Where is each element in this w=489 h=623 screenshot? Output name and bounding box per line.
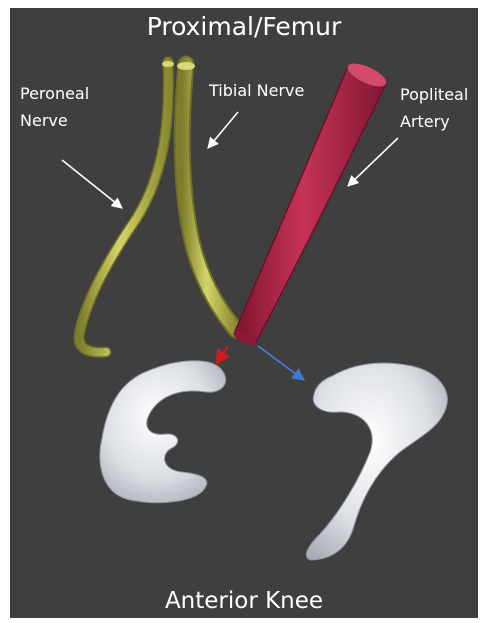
peroneal-pointer-arrow	[62, 160, 122, 208]
diagram-canvas: Proximal/Femur Peroneal Nerve Tibial Ner…	[10, 8, 478, 618]
peroneal-label-line2: Nerve	[20, 107, 89, 134]
popliteal-artery-shape	[232, 59, 389, 348]
popliteal-label-line2: Artery	[400, 108, 468, 135]
tibial-nerve-shape	[177, 62, 236, 330]
meniscus-left-shape	[100, 361, 226, 503]
meniscus-right-shape	[306, 363, 447, 560]
popliteal-artery-label: Popliteal Artery	[400, 81, 468, 135]
red-direction-arrow	[216, 346, 228, 364]
diagram-title: Proximal/Femur	[10, 12, 478, 41]
blue-direction-arrow	[258, 346, 304, 380]
popliteal-label-line1: Popliteal	[400, 81, 468, 108]
tibial-nerve-label: Tibial Nerve	[209, 81, 304, 100]
diagram-footer-label: Anterior Knee	[10, 588, 478, 614]
peroneal-nerve-shape	[79, 61, 174, 352]
peroneal-nerve-label: Peroneal Nerve	[20, 80, 89, 134]
peroneal-label-line1: Peroneal	[20, 80, 89, 107]
tibial-pointer-arrow	[208, 112, 238, 148]
